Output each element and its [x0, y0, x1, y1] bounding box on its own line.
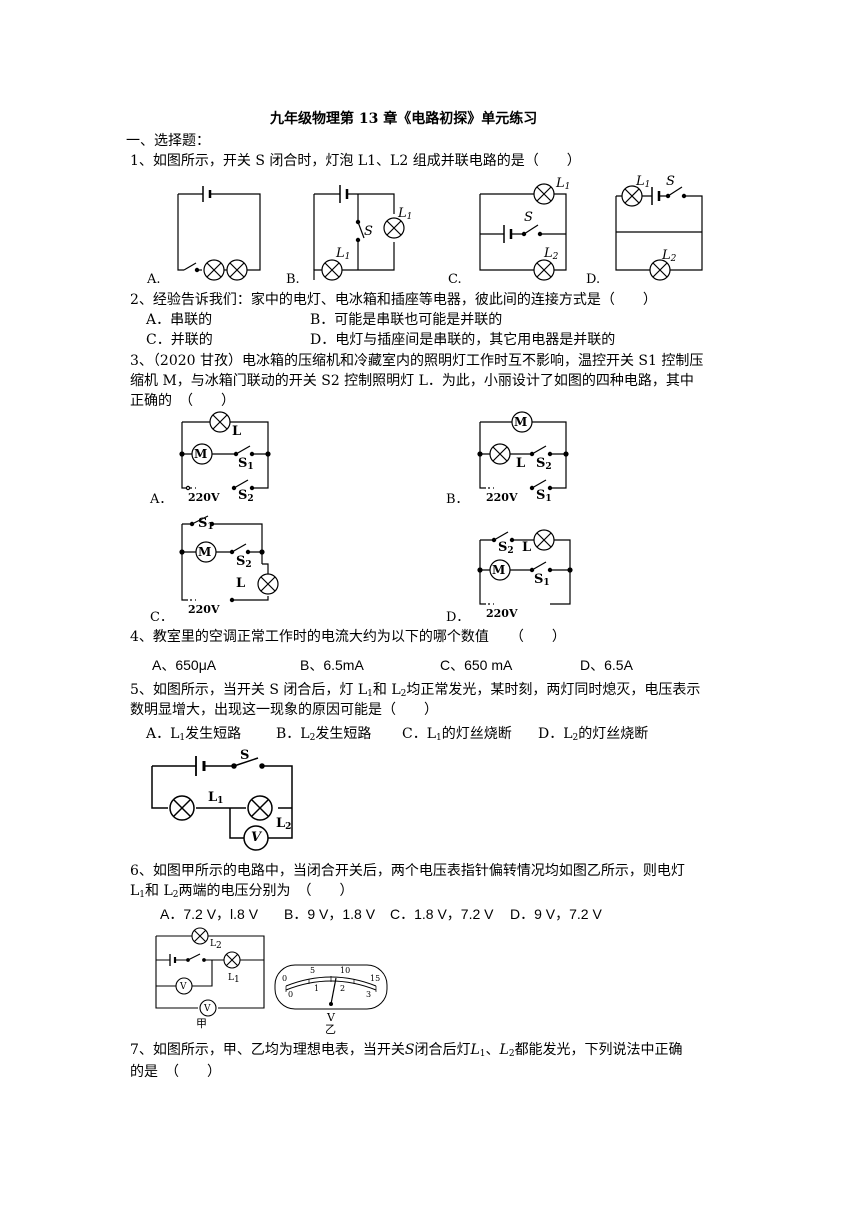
q2-option-b: B．可能是串联也可能是并联的 — [310, 312, 503, 328]
page-title: 九年级物理第 13 章《电路初探》单元练习 — [270, 111, 538, 127]
q2-option-d: D．电灯与插座间是串联的，其它用电器是并联的 — [310, 332, 616, 348]
q3-option-b: B． — [446, 492, 469, 507]
q3b-voltage: 220V — [486, 491, 518, 504]
q3c-l-label: L — [236, 576, 246, 591]
q5-option-d: D．L2的灯丝烧断 — [538, 726, 649, 743]
q1-figure-d: L1 S L2 — [612, 174, 722, 281]
q6-l2-label: L2 — [210, 939, 222, 951]
q6-yi-label: 乙 — [325, 1023, 336, 1036]
q6-figure-jia: L2 L1 V V 甲 — [152, 927, 272, 1030]
q1-option-c: C. — [448, 272, 462, 287]
q3d-voltage: 220V — [486, 607, 518, 620]
q6-scale-bottom-0: 0 — [288, 990, 294, 999]
q1c-l2-label: L2 — [544, 246, 559, 262]
q6-l1-label: L1 — [228, 973, 240, 985]
q6-scale-bottom-1: 1 — [314, 984, 320, 993]
q3d-l-label: L — [522, 540, 532, 555]
q5-l1-label: L1 — [208, 790, 224, 806]
q6-scale-top-5: 5 — [310, 966, 316, 975]
q1-figure-c: L1 S L2 — [476, 176, 586, 281]
q3b-m-label: M — [514, 415, 528, 429]
q1-figure-a — [170, 184, 270, 284]
q3c-s2-label: S2 — [236, 554, 252, 570]
q3c-s1-label: S1 — [198, 516, 214, 532]
q1b-l1b-label: L1 — [336, 246, 351, 262]
q3-line3: 正确的 （ ） — [130, 393, 235, 409]
q6-scale-top-10: 10 — [340, 966, 351, 975]
q2-option-a: A．串联的 — [146, 312, 213, 328]
q3a-m-label: M — [194, 447, 208, 461]
q6-scale-top-0: 0 — [282, 974, 288, 983]
q3b-l-label: L — [516, 456, 526, 471]
q6-v1-label: V — [180, 982, 187, 992]
q3c-m-label: M — [198, 545, 212, 559]
q1d-s-label: S — [666, 174, 675, 189]
q3d-m-label: M — [492, 563, 506, 577]
q6-scale-bottom-2: 2 — [340, 984, 346, 993]
q6-v2-label: V — [204, 1004, 211, 1014]
q3-option-c: C． — [150, 610, 173, 625]
q3-figure-b: M L S2 S1 220V — [474, 410, 574, 504]
q3d-s1-label: S1 — [534, 572, 550, 588]
q1b-s-label: S — [364, 224, 373, 239]
q3c-voltage: 220V — [188, 603, 220, 616]
q1-figure-b: S L1 L1 — [310, 180, 420, 281]
q4-stem: 4、教室里的空调正常工作时的电流大约为以下的哪个数值 （ ） — [130, 629, 566, 645]
q3a-voltage: 220V — [188, 491, 220, 504]
q3-line1: 3、（2020 甘孜）电冰箱的压缩机和冷藏室内的照明灯工作时互不影响，温控开关 … — [130, 353, 704, 369]
q1b-l1-label: L1 — [398, 206, 413, 222]
q5-option-b: B．L2发生短路 — [276, 726, 372, 743]
q3-figure-a: M L S1 S2 220V — [176, 410, 276, 504]
q4-option-d: D、6.5A — [580, 657, 633, 673]
q5-option-a: A．L1发生短路 — [146, 726, 242, 743]
q1-stem: 1、如图所示，开关 S 闭合时，灯泡 L1、L2 组成并联电路的是（ ） — [130, 153, 581, 169]
q1-option-d: D. — [586, 272, 601, 287]
q1-option-a: A. — [147, 272, 161, 287]
q5-figure: S L1 L2 V — [150, 748, 300, 854]
q3-figure-c: S1 M S2 L 220V — [176, 515, 286, 616]
q1c-s-label: S — [524, 210, 533, 225]
q3d-s2-label: S2 — [498, 540, 514, 556]
q6-dial-v-label: V — [327, 1011, 335, 1024]
section-heading: 一、选择题： — [126, 133, 210, 149]
q3a-s2-label: S2 — [238, 488, 254, 504]
q5-s-label: S — [240, 748, 250, 763]
q6-line1: 6、如图甲所示的电路中，当闭合开关后，两个电压表指针偏转情况均如图乙所示，则电灯 — [130, 863, 685, 879]
q7-line1: 7、如图所示，甲、乙均为理想电表，当开关S闭合后灯L1、L2都能发光，下列说法中… — [130, 1042, 683, 1059]
q4-option-c: C、650 mA — [440, 657, 513, 673]
q6-option-d: D．9 V，7.2 V — [510, 906, 602, 922]
q6-jia-label: 甲 — [196, 1017, 207, 1030]
q3a-l-label: L — [232, 424, 242, 439]
q4-option-b: B、6.5mA — [300, 657, 364, 673]
q3-option-a: A． — [150, 492, 173, 507]
q3a-s1-label: S1 — [238, 456, 254, 472]
q7-line2: 的是 （ ） — [130, 1064, 221, 1080]
q1d-l1-label: L1 — [636, 174, 651, 190]
q5-l2-label: L2 — [276, 816, 292, 832]
q5-voltmeter-label: V — [251, 830, 262, 845]
q6-scale-bottom-3: 3 — [366, 990, 372, 999]
q2-stem: 2、经验告诉我们：家中的电灯、电冰箱和插座等电器，彼此间的连接方式是（ ） — [130, 292, 657, 308]
q3b-s1-label: S1 — [536, 488, 552, 504]
q6-option-c: C．1.8 V，7.2 V — [390, 906, 494, 922]
q3b-s2-label: S2 — [536, 456, 552, 472]
q6-scale-top-15: 15 — [370, 974, 381, 983]
q4-option-a: A、650μA — [152, 657, 217, 673]
q5-option-c: C．L1的灯丝烧断 — [402, 726, 512, 743]
q6-option-b: B．9 V，1.8 V — [284, 906, 376, 922]
q3-option-d: D． — [446, 610, 470, 625]
q5-line1: 5、如图所示，当开关 S 闭合后，灯 L1和 L2均正常发光，某时刻，两灯同时熄… — [130, 682, 701, 699]
q6-option-a: A．7.2 V，l.8 V — [160, 906, 259, 922]
q3-line2: 缩机 M，与冰箱门联动的开关 S2 控制照明灯 L．为此，小丽设计了如图的四种电… — [130, 373, 694, 389]
q1d-l2-label: L2 — [662, 248, 677, 264]
q3-figure-d: S2 L M S1 220V — [474, 526, 584, 620]
q5-line2: 数明显增大，出现这一现象的原因可能是（ ） — [130, 702, 438, 718]
q1c-l1-label: L1 — [556, 176, 571, 192]
q6-figure-yi: 0 5 10 15 0 1 2 3 V 乙 — [274, 964, 390, 1036]
q6-line2: L1和 L2两端的电压分别为 （ ） — [130, 883, 354, 900]
q2-option-c: C．并联的 — [146, 332, 213, 348]
q1-option-b: B. — [286, 272, 300, 287]
